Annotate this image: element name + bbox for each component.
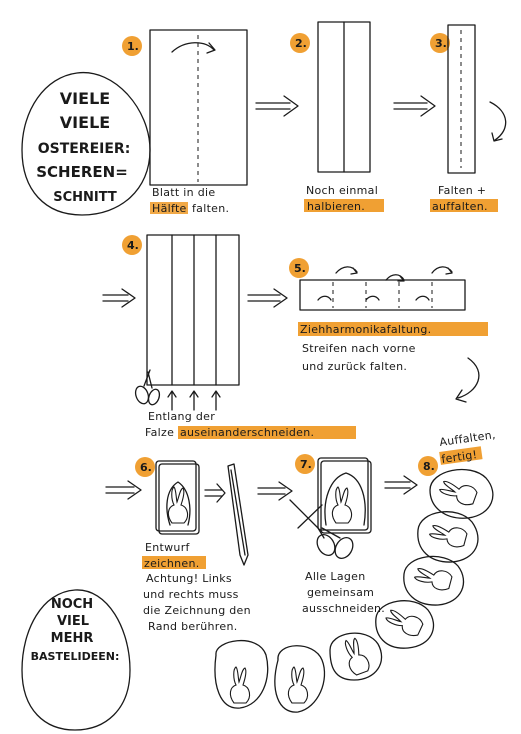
footer-line-4: BASTELIDEEN: [31, 650, 120, 663]
step-7-caption-2: gemeinsam [307, 586, 374, 599]
step-3-sheet [447, 24, 476, 174]
step-2-number: 2. [295, 37, 307, 50]
step-3: 3. Falten + auffalten. [430, 24, 507, 213]
step-2: 2. Noch einmal halbieren. [290, 21, 384, 213]
step-4-sheet [146, 234, 240, 386]
step-5-caption-1: Ziehharmonikafaltung. [300, 323, 431, 336]
step-3-caption-1: Falten + [438, 184, 486, 197]
step-7: 7. Alle Lagen gemeinsam ausschneiden. [289, 454, 385, 615]
step-5-caption-3: und zurück falten. [302, 360, 407, 373]
step-2-caption-2: halbieren. [307, 200, 365, 213]
step-1: 1. Blatt in die Hälfte falten. [122, 29, 248, 215]
step-1-caption-1: Blatt in die [152, 186, 215, 199]
step-6-number: 6. [140, 461, 152, 474]
arrow-right-icon [255, 95, 299, 117]
step-1-sheet [149, 29, 248, 186]
scissors-icon [289, 499, 354, 559]
fold-arrow-icon [171, 42, 215, 53]
step-3-caption-2: auffalten. [432, 200, 488, 213]
title-line-5: SCHNITT [53, 190, 117, 205]
arrow-right-icon [105, 480, 142, 500]
arrow-right-icon [393, 95, 436, 117]
footer-line-3: MEHR [51, 631, 94, 646]
step-6-caption-1: Entwurf [145, 541, 191, 554]
step-8-caption-2: fertig! [441, 448, 478, 466]
step-6-caption-4: und rechts muss [143, 588, 239, 601]
title-egg: VIELE VIELE OSTEREIER: SCHEREN= SCHNITT [21, 72, 151, 216]
step-6-caption-6: Rand berühren. [148, 620, 238, 633]
step-1-number: 1. [127, 40, 139, 53]
curved-arrow-icon [455, 357, 480, 403]
step-7-caption-3: ausschneiden. [302, 602, 385, 615]
step-5-caption-2: Streifen nach vorne [302, 342, 416, 355]
step-5-strip [299, 279, 466, 311]
step-4-caption-1: Entlang der [148, 410, 215, 423]
step-7-caption-1: Alle Lagen [305, 570, 366, 583]
scissors-icon [134, 369, 161, 406]
footer-line-1: NOCH [51, 597, 93, 612]
footer-egg: NOCH VIEL MEHR BASTELIDEEN: [21, 589, 131, 731]
title-line-3: OSTEREIER: [38, 141, 131, 157]
pencil-icon [227, 463, 249, 566]
step-4: 4. Entlang der Falze auseinanderschneide… [102, 234, 356, 439]
step-4-caption-2a: Falze [145, 426, 174, 439]
step-6: 6. Entwurf zeichnen. Achtung! Links und … [105, 457, 251, 633]
arrow-right-icon [247, 288, 288, 308]
step-4-caption-2b: auseinanderschneiden. [180, 426, 314, 439]
step-6-caption-2: zeichnen. [144, 557, 200, 570]
step-8-caption-1: Auffalten, [439, 428, 497, 449]
step-7-number: 7. [300, 458, 312, 471]
arrow-right-icon [257, 481, 293, 501]
title-line-4: SCHEREN= [36, 163, 128, 181]
arrow-right-icon [102, 288, 136, 308]
step-6-caption-5: die Zeichnung den [143, 604, 251, 617]
title-line-2: VIELE [60, 113, 110, 132]
step-3-number: 3. [435, 37, 447, 50]
title-line-1: VIELE [60, 89, 110, 108]
curved-arrow-icon [489, 101, 507, 142]
step-1-caption-2b: falten. [192, 202, 229, 215]
egg-garland [214, 468, 494, 713]
arrow-right-icon [384, 475, 418, 495]
step-1-caption-2a: Hälfte [152, 202, 187, 215]
step-4-number: 4. [127, 239, 139, 252]
step-8-number: 8. [423, 460, 435, 473]
step-5-number: 5. [294, 262, 306, 275]
step-2-caption-1: Noch einmal [306, 184, 378, 197]
step-6-caption-3: Achtung! Links [146, 572, 232, 585]
step-5: 5. Ziehharmonikafaltung. Streifen nach v… [289, 258, 488, 403]
step-1-badge [122, 36, 142, 56]
step-7-folded-stack [320, 460, 372, 534]
footer-line-2: VIEL [57, 614, 89, 629]
step-6-folded-stack [158, 463, 200, 535]
